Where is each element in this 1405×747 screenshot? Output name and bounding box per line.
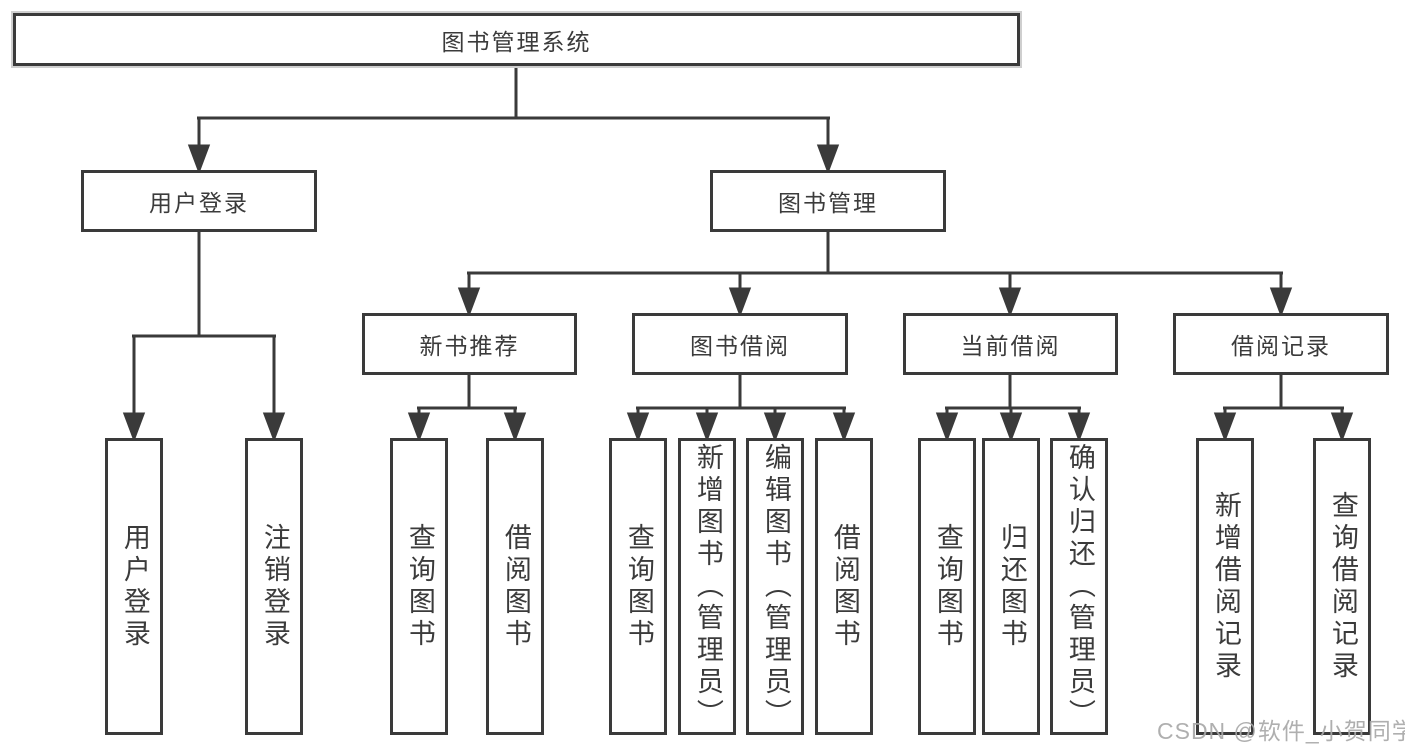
node-logout-leaf-label: 注销登录 (259, 522, 290, 651)
node-current-query-leaf-label: 查询图书 (932, 522, 963, 651)
node-new-book-recommend: 新书推荐 (362, 313, 577, 375)
node-root: 图书管理系统 (13, 13, 1020, 66)
node-newbook-borrow-leaf-label: 借阅图书 (500, 522, 531, 651)
node-current-confirm-leaf-label: 确认归还（管理员） (1064, 442, 1095, 731)
node-borrow-query-leaf: 查询图书 (609, 438, 667, 735)
node-user-login-group-label: 用户登录 (149, 190, 249, 216)
node-record-query-leaf-label: 查询借阅记录 (1327, 490, 1358, 683)
node-borrow-query-leaf-label: 查询图书 (623, 522, 654, 651)
node-borrow-borrow-leaf: 借阅图书 (815, 438, 873, 735)
node-user-login-group: 用户登录 (81, 170, 317, 232)
node-record-add-leaf-label: 新增借阅记录 (1210, 490, 1241, 683)
node-current-query-leaf: 查询图书 (918, 438, 976, 735)
node-current-borrow-label: 当前借阅 (960, 333, 1061, 359)
node-record-query-leaf: 查询借阅记录 (1313, 438, 1371, 735)
node-newbook-query-leaf: 查询图书 (390, 438, 448, 735)
node-record-add-leaf: 新增借阅记录 (1196, 438, 1254, 735)
node-book-borrow-label: 图书借阅 (690, 333, 790, 359)
node-borrow-borrow-leaf-label: 借阅图书 (829, 522, 860, 651)
node-book-management-label: 图书管理 (778, 190, 878, 216)
node-book-management: 图书管理 (710, 170, 946, 232)
node-new-book-recommend-label: 新书推荐 (419, 333, 520, 359)
node-user-login-leaf: 用户登录 (105, 438, 163, 735)
node-borrow-add-leaf: 新增图书（管理员） (678, 438, 736, 735)
node-borrow-record: 借阅记录 (1173, 313, 1389, 375)
node-borrow-record-label: 借阅记录 (1231, 333, 1331, 359)
node-newbook-borrow-leaf: 借阅图书 (486, 438, 544, 735)
node-user-login-leaf-label: 用户登录 (119, 522, 150, 651)
node-current-return-leaf-label: 归还图书 (996, 522, 1027, 651)
node-current-confirm-leaf: 确认归还（管理员） (1050, 438, 1108, 735)
node-borrow-edit-leaf: 编辑图书（管理员） (746, 438, 804, 735)
node-newbook-query-leaf-label: 查询图书 (404, 522, 435, 651)
node-root-label: 图书管理系统 (441, 28, 592, 55)
node-borrow-add-leaf-label: 新增图书（管理员） (692, 442, 723, 731)
node-borrow-edit-leaf-label: 编辑图书（管理员） (760, 442, 791, 731)
node-current-borrow: 当前借阅 (903, 313, 1118, 375)
node-logout-leaf: 注销登录 (245, 438, 303, 735)
node-current-return-leaf: 归还图书 (982, 438, 1040, 735)
node-book-borrow: 图书借阅 (632, 313, 848, 375)
csdn-watermark: CSDN @软件_小贺同学 (1157, 718, 1405, 744)
